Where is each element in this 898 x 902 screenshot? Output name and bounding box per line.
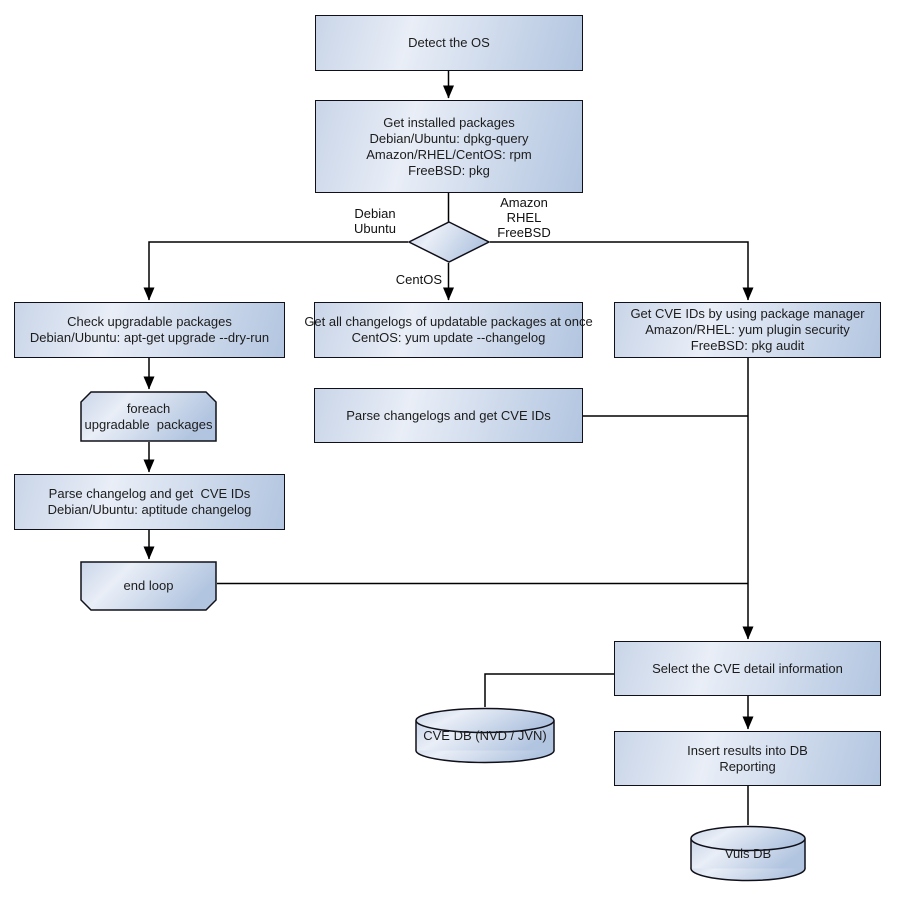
edge-label-debian-ubuntu: Debian Ubuntu <box>354 206 396 236</box>
database-cylinder-shape <box>690 825 806 882</box>
loop-start-shape <box>80 391 217 442</box>
database-cylinder-shape <box>415 707 555 764</box>
node-get-installed-packages-label: Get installed packages Debian/Ubuntu: dp… <box>366 114 532 178</box>
node-detect-os-label: Detect the OS <box>408 35 490 50</box>
node-vuls-db: Vuls DB <box>690 825 806 882</box>
node-get-installed-packages: Get installed packages Debian/Ubuntu: dp… <box>315 100 583 193</box>
node-insert-results: Insert results into DB Reporting <box>614 731 881 786</box>
node-cve-db-label: CVE DB (NVD / JVN) <box>423 728 547 743</box>
node-check-upgradable-packages-label: Check upgradable packages Debian/Ubuntu:… <box>29 314 270 345</box>
node-get-cve-ids-label: Get CVE IDs by using package manager Ama… <box>630 306 865 353</box>
node-vuls-db-label: Vuls DB <box>724 846 772 861</box>
edge-label-centos: CentOS <box>395 272 442 287</box>
edge-label-amazon-rhel-freebsd: Amazon RHEL FreeBSD <box>497 195 551 240</box>
edge-decision-to-check-upgradable <box>143 241 408 301</box>
diamond-shape <box>407 221 491 263</box>
node-foreach-loop-label: foreach upgradable packages <box>84 401 213 432</box>
node-parse-changelogs: Parse changelogs and get CVE IDs <box>314 388 583 443</box>
node-select-cve-detail-label: Select the CVE detail information <box>652 660 843 676</box>
node-os-decision <box>407 221 491 263</box>
node-cve-db: CVE DB (NVD / JVN) <box>415 707 555 764</box>
node-parse-changelog-label: Parse changelog and get CVE IDs Debian/U… <box>47 486 252 517</box>
node-parse-changelog: Parse changelog and get CVE IDs Debian/U… <box>14 474 285 530</box>
node-end-loop-label: end loop <box>123 578 174 593</box>
edge-decision-to-get-cve-ids <box>490 241 754 301</box>
node-foreach-loop: foreach upgradable packages <box>80 391 217 442</box>
loop-end-shape <box>80 561 217 611</box>
node-end-loop: end loop <box>80 561 217 611</box>
node-insert-results-label: Insert results into DB Reporting <box>687 742 808 774</box>
node-select-cve-detail: Select the CVE detail information <box>614 641 881 696</box>
node-get-cve-ids: Get CVE IDs by using package manager Ama… <box>614 302 881 358</box>
node-get-all-changelogs-label: Get all changelogs of updatable packages… <box>304 314 593 345</box>
node-check-upgradable-packages: Check upgradable packages Debian/Ubuntu:… <box>14 302 285 358</box>
node-detect-os: Detect the OS <box>315 15 583 71</box>
node-parse-changelogs-label: Parse changelogs and get CVE IDs <box>346 407 551 423</box>
node-get-all-changelogs: Get all changelogs of updatable packages… <box>304 302 593 358</box>
edge-cvedb-to-select <box>484 673 614 707</box>
